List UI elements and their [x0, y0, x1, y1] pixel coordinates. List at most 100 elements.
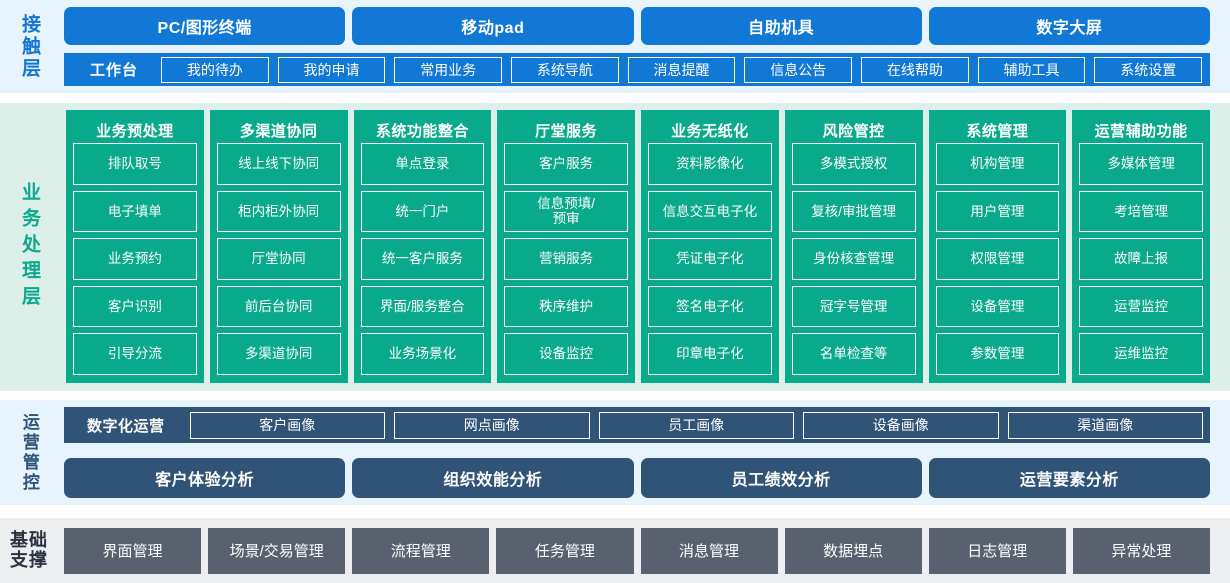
- business-item[interactable]: 电子填单: [73, 190, 197, 233]
- analysis-card-row: 客户体验分析 组织效能分析 员工绩效分析 运营要素分析: [64, 458, 1210, 498]
- business-item[interactable]: 参数管理: [935, 333, 1060, 375]
- business-item[interactable]: 设备监控: [504, 333, 628, 375]
- business-item[interactable]: 故障上报: [1079, 238, 1203, 280]
- business-item-list: 排队取号 电子填单 业务预约 客户识别 引导分流: [73, 143, 197, 375]
- business-item[interactable]: 信息预填/ 预审: [504, 190, 628, 233]
- business-item[interactable]: 信息交互电子化: [648, 190, 772, 233]
- business-column-system-management: 系统管理 机构管理 用户管理 权限管理 设备管理 参数管理: [928, 110, 1067, 383]
- layer-foundation-label-line2: 支撑: [10, 549, 48, 570]
- workbench-item-system-navigation[interactable]: 系统导航: [511, 56, 619, 83]
- business-item[interactable]: 运营监控: [1079, 285, 1203, 328]
- business-item[interactable]: 引导分流: [73, 333, 197, 375]
- business-item[interactable]: 单点登录: [360, 143, 485, 185]
- business-item[interactable]: 秩序维护: [504, 285, 628, 328]
- foundation-item-message-management[interactable]: 消息管理: [640, 527, 778, 574]
- business-item[interactable]: 客户服务: [504, 143, 628, 185]
- business-column-preprocessing: 业务预处理 排队取号 电子填单 业务预约 客户识别 引导分流: [66, 110, 204, 383]
- business-item[interactable]: 多媒体管理: [1079, 143, 1203, 185]
- analysis-card-customer-experience[interactable]: 客户体验分析: [64, 458, 346, 498]
- business-column-title: 风险管控: [822, 122, 885, 140]
- business-item[interactable]: 名单检查等: [791, 333, 916, 375]
- business-item[interactable]: 身份核查管理: [791, 238, 916, 280]
- layer-operations-label-text: 运营管控: [19, 412, 39, 493]
- business-item[interactable]: 机构管理: [935, 143, 1060, 185]
- workbench-item-message-reminder[interactable]: 消息提醒: [627, 56, 736, 83]
- layer-touch: 接触层 PC/图形终端 移动pad 自助机具 数字大屏 工作台 我的待办 我的申…: [0, 0, 1230, 93]
- digital-operations-title: 数字化运营: [87, 417, 165, 435]
- business-item[interactable]: 前后台协同: [216, 285, 341, 328]
- channel-card-digital-screen[interactable]: 数字大屏: [928, 7, 1210, 45]
- business-column-title: 运营辅助功能: [1094, 122, 1188, 140]
- business-item[interactable]: 统一客户服务: [360, 238, 485, 280]
- business-item[interactable]: 资料影像化: [648, 143, 772, 185]
- layer-operations: 运营管控 数字化运营 客户画像 网点画像 员工画像 设备画像 渠道画像 客户体验…: [0, 400, 1230, 505]
- business-column-operation-support: 运营辅助功能 多媒体管理 考培管理 故障上报 运营监控 运维监控: [1072, 110, 1210, 383]
- foundation-item-data-tracking[interactable]: 数据埋点: [784, 527, 922, 574]
- workbench-item-my-todo[interactable]: 我的待办: [161, 56, 269, 83]
- business-item[interactable]: 运维监控: [1079, 333, 1203, 375]
- analysis-card-organization-efficiency[interactable]: 组织效能分析: [352, 458, 634, 498]
- business-item[interactable]: 多渠道协同: [216, 333, 341, 375]
- business-column-risk-control: 风险管控 多模式授权 复核/审批管理 身份核查管理 冠字号管理 名单检查等: [784, 110, 923, 383]
- workbench-item-info-announcement[interactable]: 信息公告: [744, 56, 853, 83]
- layer-foundation-label-text: 基础 支撑: [10, 529, 48, 571]
- business-item[interactable]: 签名电子化: [648, 285, 772, 328]
- foundation-item-log-management[interactable]: 日志管理: [928, 527, 1066, 574]
- business-column-multichannel: 多渠道协同 线上线下协同 柜内柜外协同 厅堂协同 前后台协同 多渠道协同: [209, 110, 348, 383]
- business-column-title: 系统功能整合: [375, 122, 469, 140]
- business-item[interactable]: 复核/审批管理: [791, 190, 916, 233]
- business-item-list: 多媒体管理 考培管理 故障上报 运营监控 运维监控: [1079, 143, 1203, 375]
- channel-card-pc[interactable]: PC/图形终端: [64, 7, 346, 45]
- workbench-item-system-settings[interactable]: 系统设置: [1094, 56, 1203, 83]
- foundation-item-ui-management[interactable]: 界面管理: [64, 527, 202, 574]
- layer-foundation-body: 界面管理 场景/交易管理 流程管理 任务管理 消息管理 数据埋点 日志管理 异常…: [58, 518, 1230, 583]
- portrait-item-channel[interactable]: 渠道画像: [1007, 411, 1204, 439]
- foundation-item-exception-handling[interactable]: 异常处理: [1072, 527, 1210, 574]
- layer-touch-body: PC/图形终端 移动pad 自助机具 数字大屏 工作台 我的待办 我的申请 常用…: [58, 0, 1230, 93]
- business-item[interactable]: 考培管理: [1079, 190, 1203, 233]
- business-item[interactable]: 业务预约: [73, 238, 197, 280]
- layer-business: 业务处理层 业务预处理 排队取号 电子填单 业务预约 客户识别 引导分流 多渠道…: [0, 103, 1230, 391]
- workbench-item-common-business[interactable]: 常用业务: [394, 56, 503, 83]
- business-item[interactable]: 权限管理: [935, 238, 1060, 280]
- business-item[interactable]: 冠字号管理: [791, 285, 916, 328]
- business-item[interactable]: 厅堂协同: [216, 238, 341, 280]
- foundation-item-scenario-transaction-management[interactable]: 场景/交易管理: [208, 527, 346, 574]
- business-item[interactable]: 设备管理: [935, 285, 1060, 328]
- foundation-item-process-management[interactable]: 流程管理: [352, 527, 490, 574]
- business-item[interactable]: 排队取号: [73, 143, 197, 185]
- business-item-list: 多模式授权 复核/审批管理 身份核查管理 冠字号管理 名单检查等: [791, 143, 916, 375]
- business-item-list: 单点登录 统一门户 统一客户服务 界面/服务整合 业务场景化: [360, 143, 485, 375]
- workbench-item-auxiliary-tools[interactable]: 辅助工具: [977, 56, 1086, 83]
- business-column-system-integration: 系统功能整合 单点登录 统一门户 统一客户服务 界面/服务整合 业务场景化: [353, 110, 492, 383]
- channel-card-mobile-pad[interactable]: 移动pad: [352, 7, 634, 45]
- portrait-item-employee[interactable]: 员工画像: [598, 411, 795, 439]
- workbench-item-my-application[interactable]: 我的申请: [277, 56, 386, 83]
- portrait-item-customer[interactable]: 客户画像: [189, 411, 386, 439]
- business-item[interactable]: 多模式授权: [791, 143, 916, 185]
- analysis-card-employee-performance[interactable]: 员工绩效分析: [640, 458, 922, 498]
- business-item[interactable]: 客户识别: [73, 285, 197, 328]
- layer-foundation-label-line1: 基础: [10, 529, 48, 550]
- business-item[interactable]: 营销服务: [504, 238, 628, 280]
- business-item[interactable]: 柜内柜外协同: [216, 190, 341, 233]
- portrait-item-branch[interactable]: 网点画像: [394, 411, 590, 439]
- channel-card-self-service[interactable]: 自助机具: [640, 7, 922, 45]
- analysis-card-operation-factors[interactable]: 运营要素分析: [928, 458, 1210, 498]
- business-item[interactable]: 业务场景化: [360, 333, 485, 375]
- workbench-item-online-help[interactable]: 在线帮助: [861, 56, 969, 83]
- business-item[interactable]: 用户管理: [935, 190, 1060, 233]
- layer-operations-label: 运营管控: [0, 400, 58, 505]
- business-column-title: 系统管理: [966, 122, 1029, 140]
- business-item-list: 线上线下协同 柜内柜外协同 厅堂协同 前后台协同 多渠道协同: [216, 143, 341, 375]
- business-item-list: 客户服务 信息预填/ 预审 营销服务 秩序维护 设备监控: [504, 143, 628, 375]
- layer-business-label-text: 业务处理层: [18, 182, 40, 312]
- business-item[interactable]: 界面/服务整合: [360, 285, 485, 328]
- business-item[interactable]: 线上线下协同: [216, 143, 341, 185]
- foundation-item-task-management[interactable]: 任务管理: [496, 527, 634, 574]
- portrait-item-device[interactable]: 设备画像: [803, 411, 999, 439]
- business-item[interactable]: 凭证电子化: [648, 238, 772, 280]
- business-item[interactable]: 印章电子化: [648, 333, 772, 375]
- business-item[interactable]: 统一门户: [360, 190, 485, 233]
